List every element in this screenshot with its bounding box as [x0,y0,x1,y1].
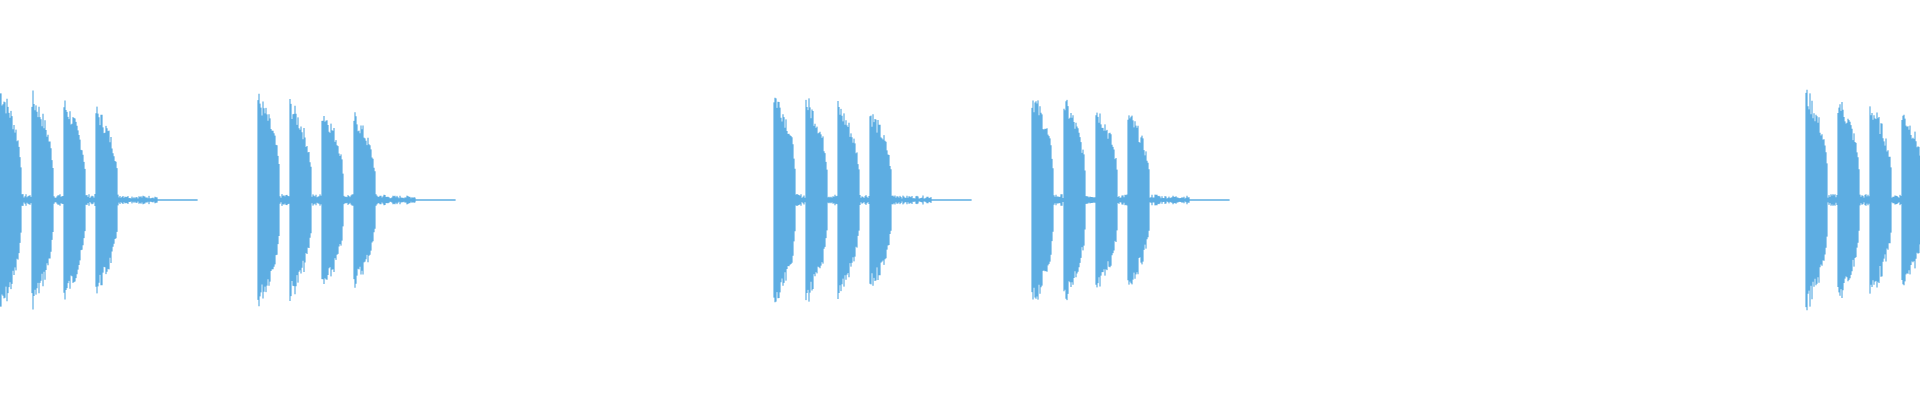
waveform-burst [773,97,972,303]
waveform-burst-path [773,97,972,303]
waveform-burst [0,90,198,310]
waveform-burst [257,93,456,307]
waveform-burst-path [1031,99,1230,301]
waveform-burst [1805,89,1920,311]
waveform-burst-path [257,93,456,307]
waveform-burst-path [1805,89,1920,311]
waveform-bursts [0,89,1920,311]
waveform-burst-path [0,90,198,310]
waveform-burst [1031,99,1230,301]
